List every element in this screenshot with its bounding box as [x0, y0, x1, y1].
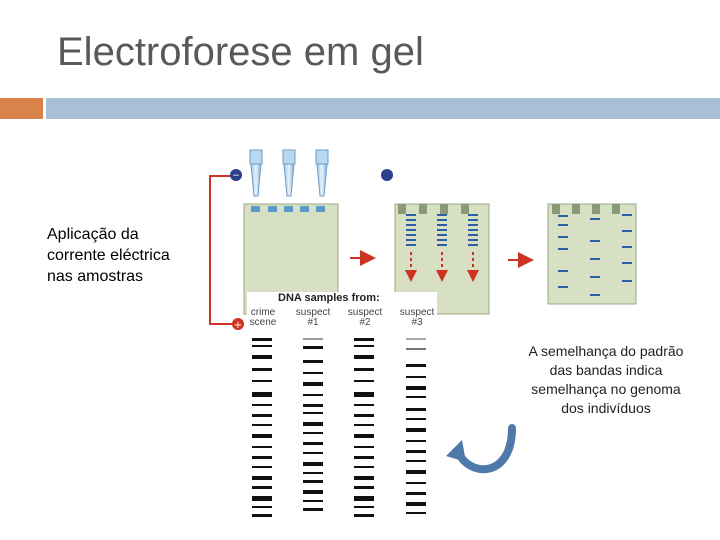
migration-arrows	[405, 252, 479, 282]
accent-bar-blue	[46, 98, 720, 119]
pipette-icon	[282, 149, 296, 197]
column-label-suspect-3: suspect #3	[396, 308, 438, 328]
column-label-line1: suspect	[295, 307, 331, 318]
gel-running-wells	[398, 204, 469, 214]
accent-bar-orange	[0, 98, 43, 119]
column-label-line1: suspect	[399, 307, 435, 318]
curved-arrow-head	[446, 440, 466, 462]
column-label-line2: #2	[359, 317, 371, 328]
gel-separated-bands	[558, 214, 632, 296]
column-label-line1: suspect	[347, 307, 383, 318]
dna-samples-header: DNA samples from:	[278, 292, 380, 304]
column-label-line2: scene	[249, 317, 277, 328]
dna-lane-suspect-3	[406, 338, 426, 514]
plus-electrode-icon	[232, 318, 244, 330]
dna-lane-suspect-1	[303, 338, 323, 511]
positive-electrode-label: +	[234, 320, 242, 331]
pipette-icon	[315, 149, 329, 197]
gel-separated-wells	[552, 204, 620, 214]
slide-title: Electroforese em gel	[57, 30, 424, 74]
negative-electrode-icon	[230, 169, 242, 181]
electric-wire	[209, 175, 236, 325]
column-label-line2: #1	[307, 317, 319, 328]
column-label-line2: #3	[411, 317, 423, 328]
left-caption: Aplicação da corrente eléctrica nas amos…	[47, 226, 170, 285]
pipette-icon	[249, 149, 263, 197]
gel-wells	[251, 206, 325, 212]
right-caption: A semelhança do padrão das bandas indica…	[528, 343, 684, 416]
dna-lane-suspect-2	[354, 338, 374, 517]
dna-samples-header-box	[247, 292, 437, 330]
column-label-suspect-2: suspect #2	[344, 308, 386, 328]
curved-arrow-icon	[454, 424, 516, 474]
column-label-line1: crime	[250, 307, 276, 318]
column-label-suspect-1: suspect #1	[292, 308, 334, 328]
dna-lane-crime-scene	[252, 338, 272, 517]
negative-electrode-label: −	[232, 171, 240, 181]
gel-running-bands	[406, 214, 478, 246]
column-label-crime-scene: crime scene	[246, 308, 280, 328]
positive-electrode-icon	[381, 169, 393, 181]
